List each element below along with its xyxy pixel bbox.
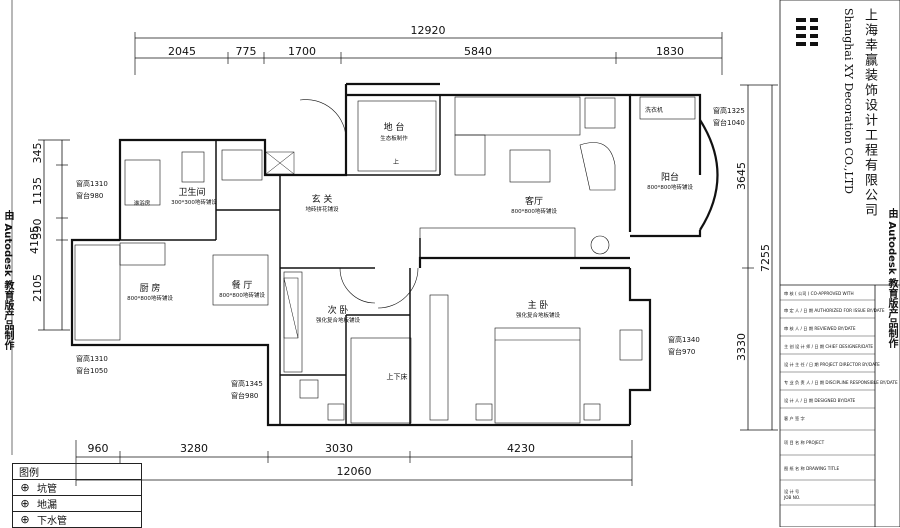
dim-left-4: 4105 (28, 226, 41, 254)
dim-top-3: 1700 (288, 45, 316, 58)
dim-top-4: 5840 (464, 45, 492, 58)
room-dining: 餐 厅 (232, 279, 253, 291)
dim-right-2: 3330 (735, 333, 748, 361)
title-row-1: 审 核 ( 公司 ) CO-APPROVED WITH (784, 290, 854, 297)
title-row-2: 审 定 人 / 日 期 AUTHORIZED FOR ISSUE BY/DATE (784, 307, 885, 314)
window-5-sill: 窗台970 (668, 347, 695, 356)
window-3-height: 窗高1345 (231, 379, 263, 388)
company-logo (796, 18, 818, 46)
dim-top-total: 12920 (411, 24, 446, 37)
title-row-6: 专 业 负 责 人 / 日 期 DISCIPLINE RESPONSIBLE B… (784, 379, 898, 386)
room-bathroom-sub: 300*300地砖铺设 (171, 198, 217, 206)
dim-bottom-total: 12060 (337, 465, 372, 478)
window-4-sill: 窗台1040 (713, 118, 745, 127)
room-kitchen: 厨 房 (140, 282, 161, 294)
room-balcony: 阳台 (661, 171, 679, 183)
room-master-bed-sub: 强化复合地板铺设 (516, 311, 561, 319)
title-row-11: 设 计 号 (784, 488, 799, 495)
room-second-bed-sub: 强化复合地板铺设 (316, 316, 361, 324)
legend-header: 图例 (13, 464, 141, 480)
legend-title: 图例 (19, 468, 39, 479)
room-second-bed: 次 卧 (328, 304, 349, 316)
legend-label: 地漏 (37, 500, 57, 511)
legend-item: ⊕ 下水管 (13, 512, 141, 528)
dim-top-2: 775 (236, 45, 257, 58)
room-bathroom: 卫生间 (178, 186, 205, 198)
window-2-sill: 窗台1050 (76, 366, 108, 375)
dim-top-1: 2045 (168, 45, 196, 58)
dim-left-5: 2105 (31, 274, 44, 302)
legend-label: 下水管 (37, 516, 67, 527)
dim-bottom-2: 3280 (180, 442, 208, 455)
window-3-sill: 窗台980 (231, 391, 258, 400)
room-up: 上 (393, 158, 399, 166)
room-platform-sub: 生态板制作 (380, 134, 408, 142)
floor-drain-icon: ⊕ (20, 497, 30, 510)
window-4-height: 窗高1325 (713, 106, 745, 115)
room-shower: 淋浴房 (134, 199, 151, 207)
title-row-10: 图 纸 名 称 DRAWING TITLE (784, 465, 839, 472)
legend: 图例 ⊕ 坑管 ⊕ 地漏 ⊕ 下水管 (12, 463, 142, 528)
dim-left-2: 1135 (31, 177, 44, 205)
legend-item: ⊕ 坑管 (13, 480, 141, 496)
room-balcony-sub: 800*800地砖铺设 (647, 183, 693, 191)
title-row-9: 项 目 名 称 PROJECT (784, 439, 825, 446)
window-1-sill: 窗台980 (76, 191, 103, 200)
room-living: 客厅 (525, 195, 543, 207)
dim-bottom-3: 3030 (325, 442, 353, 455)
title-row-7: 设 计 人 / 日 期 DESIGNED BY/DATE (784, 397, 856, 404)
title-row-8: 客 户 签 字 (784, 415, 805, 422)
dim-right-1: 3645 (735, 162, 748, 190)
title-row-3: 审 核 人 / 日 期 REVIEWED BY/DATE (784, 325, 856, 332)
pipe-icon: ⊕ (20, 481, 30, 494)
window-1-height: 窗高1310 (76, 179, 108, 188)
legend-item: ⊕ 地漏 (13, 496, 141, 512)
window-5-height: 窗高1340 (668, 335, 700, 344)
drain-pipe-icon: ⊕ (20, 513, 30, 526)
dim-bottom-4: 4230 (507, 442, 535, 455)
watermark-left: 由 Autodesk 教育版产品制作 (2, 210, 13, 351)
room-foyer: 玄 关 (312, 193, 333, 205)
title-row-5: 设 计 主 任 / 日 期 PROJECT DIRECTOR BY/DATE (784, 361, 880, 368)
room-living-sub: 800*800地砖铺设 (511, 207, 557, 215)
room-master-bed: 主 卧 (528, 299, 549, 311)
room-foyer-sub: 地砖拼花铺设 (305, 205, 339, 213)
room-washer: 洗衣机 (645, 106, 663, 114)
company-name-cn: 上海幸赢装饰设计工程有限公司 (862, 8, 877, 218)
dim-top-5: 1830 (656, 45, 684, 58)
dim-left-1: 345 (31, 143, 44, 164)
title-row-12: JOB NO. (783, 495, 800, 500)
dim-left-3: 390 (31, 219, 44, 240)
legend-label: 坑管 (37, 484, 57, 495)
room-bunk: 上下床 (387, 372, 408, 381)
room-kitchen-sub: 800*800地砖铺设 (127, 294, 173, 302)
window-2-height: 窗高1310 (76, 354, 108, 363)
dim-bottom-1: 960 (88, 442, 109, 455)
dim-right-total: 7255 (759, 244, 772, 272)
title-row-4: 主 创 设 计 师 / 日 期 CHIEF DESIGNER/DATE (784, 343, 873, 350)
room-dining-sub: 800*800地砖铺设 (219, 291, 265, 299)
watermark-right: 由 Autodesk 教育版产品制作 (886, 208, 897, 349)
company-name-en: Shanghai XY Decoration CO.,LTD (842, 8, 855, 194)
room-platform: 地 台 (384, 121, 405, 133)
